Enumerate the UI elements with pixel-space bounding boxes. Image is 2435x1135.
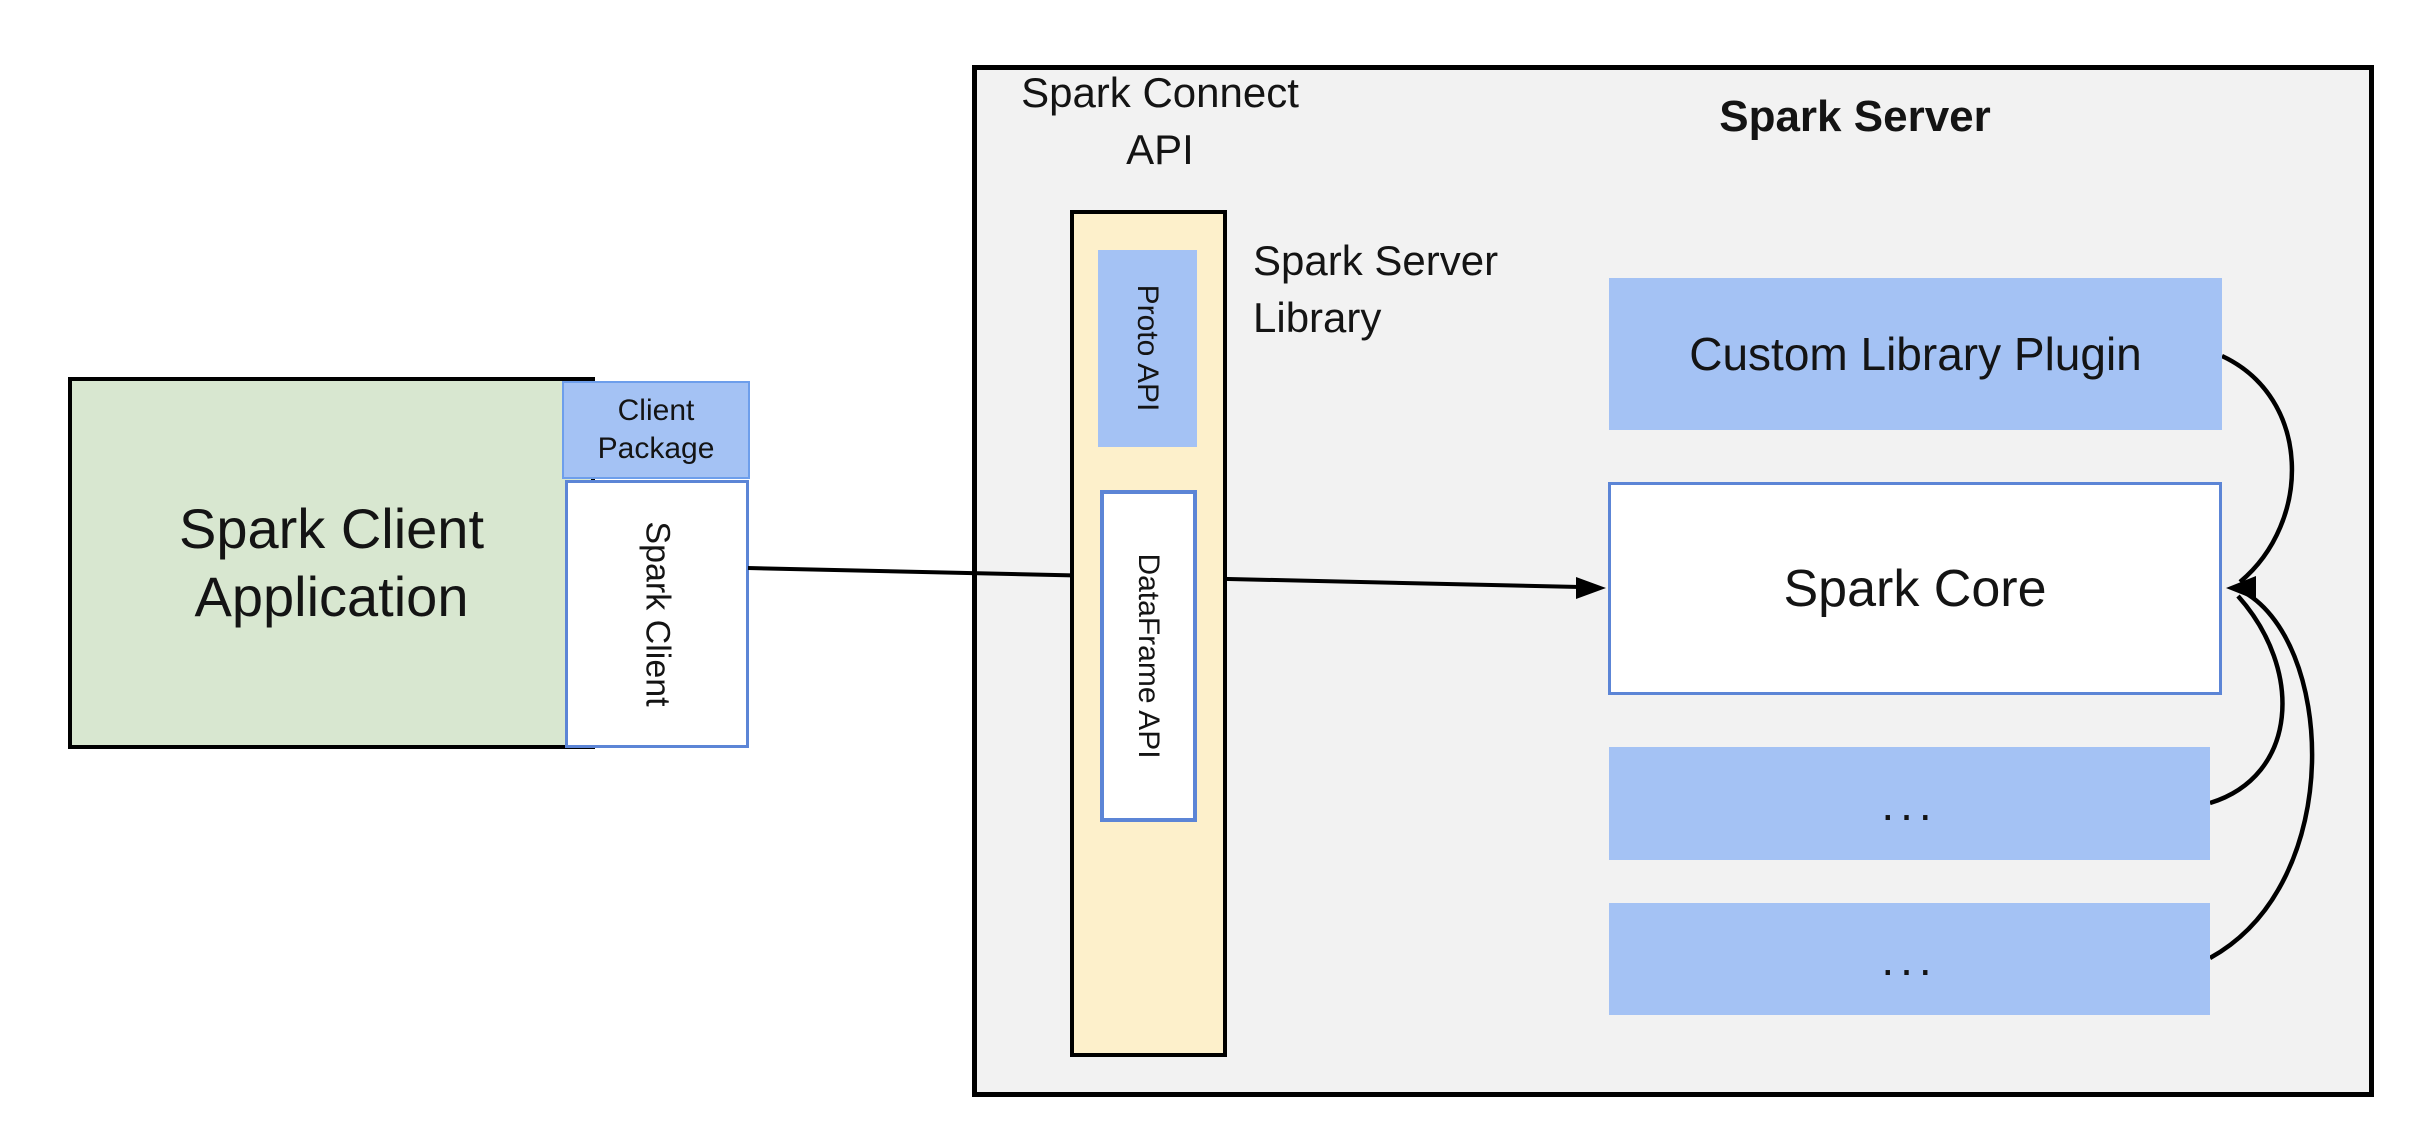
ellipsis-label-1: ... [1881, 777, 1938, 830]
spark-server-title: Spark Server [1719, 92, 1991, 141]
custom-library-plugin-box: Custom Library Plugin [1609, 278, 2222, 430]
spark-core-label: Spark Core [1783, 559, 2047, 618]
spark-connect-api-line1: Spark Connect [1021, 69, 1299, 116]
ellipsis-box-2: ... [1609, 903, 2210, 1015]
custom-library-plugin-label: Custom Library Plugin [1689, 328, 2142, 380]
client-package-label: Client Package [598, 392, 715, 468]
curve-dots1-to-core [2209, 594, 2285, 806]
arrowhead-into-core-left [1576, 577, 1606, 599]
spark-server-library-line1: Spark Server [1253, 237, 1499, 284]
dataframe-api-label: DataFrame API [1132, 553, 1165, 759]
spark-connect-api-label: Spark Connect API [990, 64, 1330, 178]
ellipsis-box-1: ... [1609, 747, 2210, 860]
client-app-line2: Application [194, 565, 469, 628]
arrowhead-into-core-right [2226, 576, 2256, 600]
spark-connect-api-line2: API [1126, 126, 1194, 173]
ellipsis-label-2: ... [1881, 933, 1938, 985]
dataframe-api-box [1100, 490, 1197, 822]
client-package-box: Client Package [562, 381, 750, 479]
spark-client-box [565, 480, 749, 748]
curve-plugin-to-core [2221, 353, 2295, 584]
spark-client-vertical-label: Spark Client [638, 521, 677, 707]
spark-server-library-line2: Library [1253, 294, 1382, 341]
client-app-line1: Spark Client [178, 497, 485, 560]
spark-core-box: Spark Core [1608, 482, 2222, 695]
proto-api-label: Proto API [1131, 284, 1164, 412]
proto-api-box [1098, 250, 1197, 447]
spark-client-application-label: Spark Client Application [179, 495, 484, 631]
curve-dots2-to-core [2208, 587, 2315, 960]
client-package-line1: Client [617, 394, 695, 427]
client-package-line2: Package [597, 432, 715, 465]
spark-server-library-label: Spark Server Library [1253, 232, 1673, 346]
